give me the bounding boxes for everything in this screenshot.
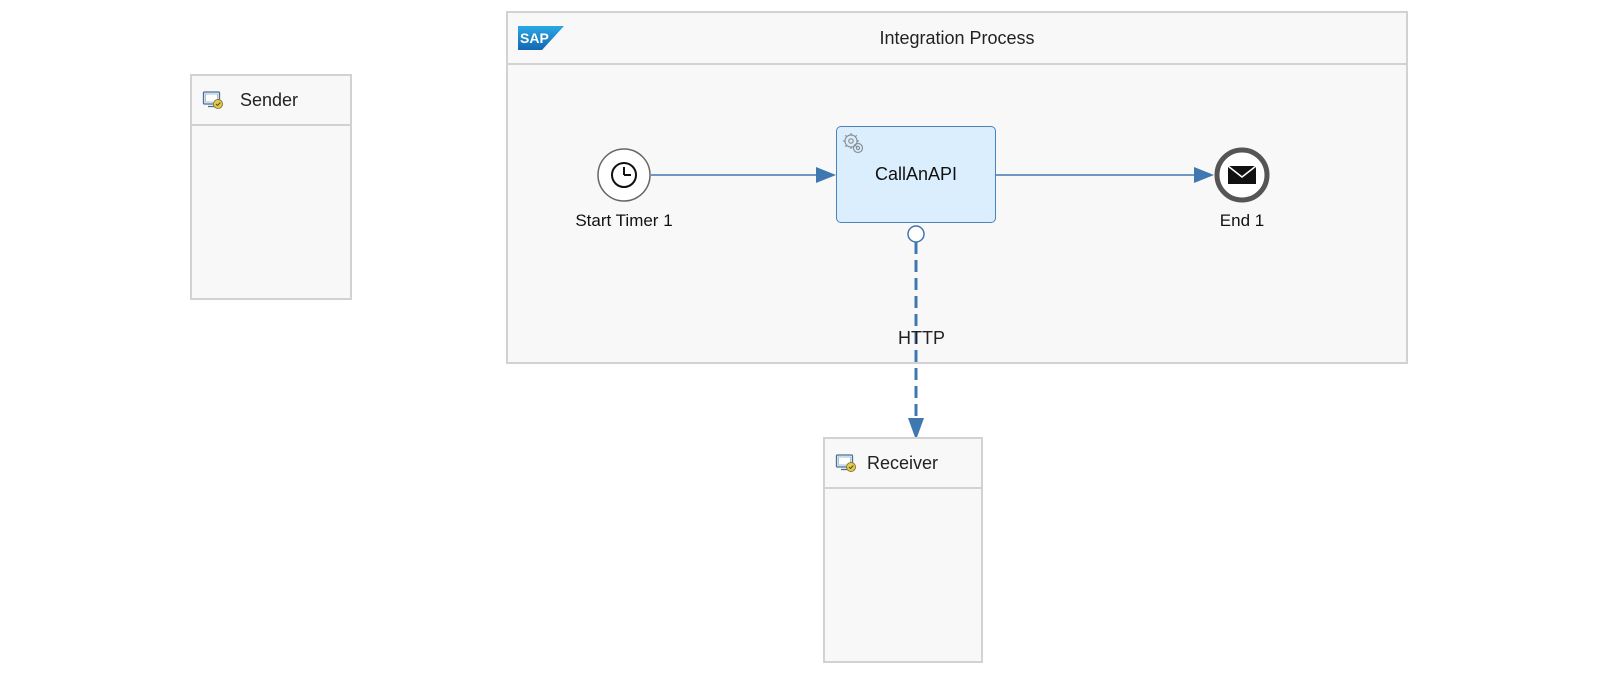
receiver-header: Receiver [825,439,981,489]
sap-logo-icon: SAP [518,26,564,55]
start-event-label: Start Timer 1 [575,211,673,230]
pool-header: SAP Integration Process [508,13,1406,65]
sender-participant[interactable]: Sender [190,74,352,300]
gear-icon [841,131,867,162]
http-connection-label: HTTP [898,328,945,348]
start-timer-event[interactable] [597,148,651,202]
message-flow-origin-marker [907,225,925,243]
receiver-participant[interactable]: Receiver [823,437,983,663]
pool-title: Integration Process [879,28,1035,48]
system-participant-icon [202,89,224,111]
sequence-flow-start-to-task[interactable] [651,167,836,183]
system-participant-icon [835,452,857,474]
http-message-flow[interactable] [907,225,925,440]
sender-label: Sender [240,89,299,110]
sequence-flow-task-to-end[interactable] [996,167,1214,183]
task-label: CallAnAPI [874,164,958,184]
receiver-label: Receiver [867,452,939,473]
sap-logo-text: SAP [520,30,549,46]
call-an-api-task[interactable]: CallAnAPI [836,126,996,223]
envelope-icon [1227,165,1257,184]
end-event-label: End 1 [1219,211,1265,230]
end-message-event[interactable] [1214,147,1270,203]
clock-icon [611,162,637,188]
sender-header: Sender [192,76,350,126]
